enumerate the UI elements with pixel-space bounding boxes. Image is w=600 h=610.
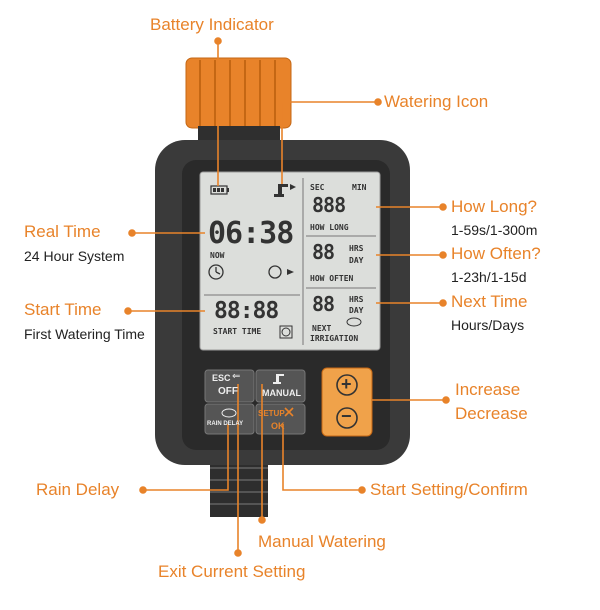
- battery-icon: [210, 185, 229, 195]
- ok-label: OK: [271, 421, 285, 431]
- lcd-howlong-label: HOW LONG: [310, 223, 349, 232]
- lcd-screen: [199, 171, 381, 351]
- decrease-button[interactable]: [336, 407, 358, 429]
- lcd-hrs1-label: HRS: [349, 244, 364, 253]
- lcd-hrs2-label: HRS: [349, 295, 364, 304]
- callout-exit-setting: Exit Current Setting: [158, 562, 306, 581]
- callout-manual-watering: Manual Watering: [258, 532, 386, 551]
- minus-label: −: [341, 406, 352, 426]
- setup-tools-icon: [284, 407, 294, 417]
- callout-watering-icon: Watering Icon: [384, 92, 489, 111]
- cloud-icon: [346, 317, 362, 327]
- bottom-connector: [210, 455, 268, 517]
- top-connector-nut: [186, 58, 291, 128]
- manual-faucet-icon: [273, 374, 284, 384]
- lcd-next-digits: 88: [312, 292, 335, 316]
- callout-how-often-sub: 1-23h/1-15d: [451, 269, 527, 285]
- callout-next-time-sub: Hours/Days: [451, 317, 525, 333]
- callout-lines: [124, 37, 450, 557]
- lcd-clock: 06:38: [208, 216, 294, 251]
- lcd-howlong-digits: 888: [312, 193, 346, 217]
- lcd-min-label: MIN: [352, 183, 367, 192]
- lcd-sec-label: SEC: [310, 183, 325, 192]
- callout-how-long-sub: 1-59s/1-300m: [451, 222, 538, 238]
- esc-arrow-icon: ⇐: [232, 371, 241, 382]
- alarm-icon: [279, 325, 293, 339]
- callout-start-time-sub: First Watering Time: [24, 326, 145, 342]
- clock-icon: [208, 264, 224, 280]
- lcd-next-label: NEXT: [312, 324, 332, 333]
- lcd-day2-label: DAY: [349, 306, 364, 315]
- cycle-icon: [268, 265, 294, 279]
- callout-increase: Increase: [455, 380, 521, 399]
- increase-button[interactable]: [336, 374, 358, 396]
- callout-decrease: Decrease: [455, 404, 528, 423]
- manual-button-shape[interactable]: [255, 369, 306, 403]
- callout-real-time-sub: 24 Hour System: [24, 248, 125, 264]
- lcd-start-digits: 88:88: [214, 298, 279, 324]
- callout-how-often: How Often?: [451, 244, 541, 263]
- rain-delay-button-shape[interactable]: [204, 403, 255, 435]
- callout-battery: Battery Indicator: [150, 15, 274, 34]
- nut-ridges: [199, 60, 276, 126]
- rain-cloud-icon: [221, 408, 237, 418]
- rain-delay-label: RAIN DELAY: [207, 421, 244, 427]
- lcd-howoften-digits: 88: [312, 240, 335, 264]
- lcd-howoften-label: HOW OFTEN: [310, 274, 354, 283]
- lcd-now-label: NOW: [210, 251, 225, 260]
- setup-label: SETUP: [258, 409, 285, 418]
- esc-label: ESC: [212, 373, 231, 383]
- callout-start-time: Start Time: [24, 300, 102, 319]
- lcd-irrigation-label: IRRIGATION: [310, 334, 359, 343]
- callout-next-time: Next Time: [451, 292, 528, 311]
- adjust-pad: [321, 367, 373, 437]
- callout-how-long: How Long?: [451, 197, 538, 216]
- manual-label: MANUAL: [262, 388, 301, 398]
- bottom-threads: [210, 467, 268, 505]
- callout-real-time: Real Time: [24, 222, 101, 241]
- setup-ok-button-shape[interactable]: [255, 403, 306, 435]
- plus-label: +: [341, 374, 352, 394]
- callout-start-setting: Start Setting/Confirm: [370, 480, 528, 499]
- callout-rain-delay: Rain Delay: [36, 480, 120, 499]
- lcd-day1-label: DAY: [349, 256, 364, 265]
- lcd-start-label: START TIME: [213, 327, 262, 336]
- off-label: OFF: [218, 386, 238, 397]
- esc-off-button-shape[interactable]: [204, 369, 255, 403]
- faucet-icon: [274, 184, 296, 197]
